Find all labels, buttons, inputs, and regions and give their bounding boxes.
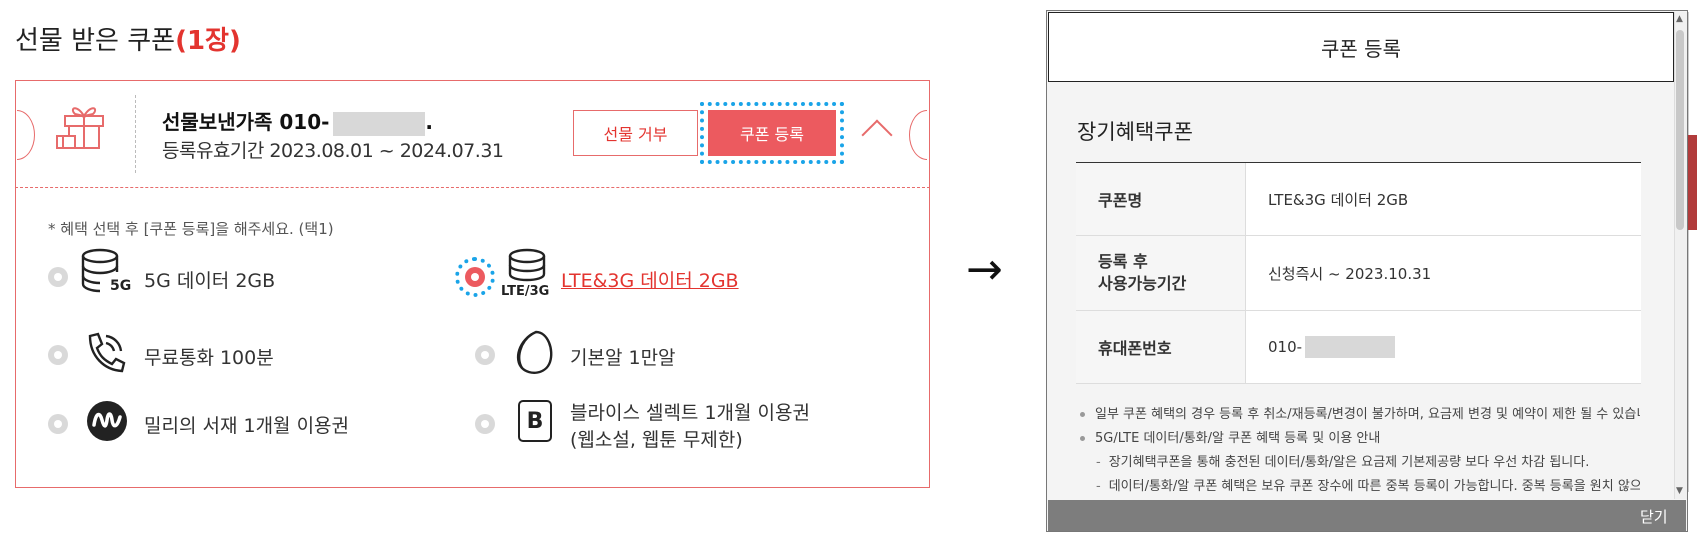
table-value-cell: 신청즉시 ~ 2023.10.31	[1268, 264, 1432, 283]
page-title: 선물 받은 쿠폰(1장)	[15, 20, 241, 57]
table-header-line: 등록 후	[1098, 252, 1148, 271]
table-header-cell: 휴대폰번호	[1076, 311, 1246, 383]
sender-suffix: .	[425, 110, 434, 134]
masked-phone	[333, 111, 426, 136]
millie-logo-icon	[87, 401, 127, 441]
ticket-notch-left	[17, 110, 35, 160]
table-row: 등록 후 사용가능기간 신청즉시 ~ 2023.10.31	[1076, 236, 1641, 311]
option-radio-lte-data[interactable]	[455, 257, 495, 297]
background-page-accent	[1688, 135, 1697, 230]
list-item: 일부 쿠폰 혜택의 경우 등록 후 취소/재등록/변경이 불가하며, 요금제 변…	[1080, 403, 1640, 427]
bullet-icon	[1080, 412, 1085, 417]
egg-icon	[516, 330, 553, 374]
option-radio-millie[interactable]	[48, 414, 68, 434]
option-radio-basic-al[interactable]	[475, 345, 495, 365]
scroll-down-icon[interactable]: ▼	[1676, 486, 1683, 496]
table-row: 쿠폰명 LTE&3G 데이터 2GB	[1076, 163, 1641, 236]
option-label-lte-data[interactable]: LTE&3G 데이터 2GB	[561, 270, 739, 292]
modal-subtitle: 장기혜택쿠폰	[1077, 120, 1193, 144]
table-header-cell: 등록 후 사용가능기간	[1076, 236, 1246, 310]
option-label-blice-line2[interactable]: (웹소설, 웹툰 무제한)	[570, 429, 743, 451]
table-value-cell: LTE&3G 데이터 2GB	[1268, 190, 1409, 209]
background-page-edge	[1688, 12, 1689, 492]
notice-text: 5G/LTE 데이터/통화/알 쿠폰 혜택 등록 및 이용 안내	[1095, 431, 1381, 446]
notice-text: 데이터/통화/알 쿠폰 혜택은 보유 쿠폰 장수에 따른 중복 등록이 가능합니…	[1108, 479, 1640, 494]
sender-label: 선물보낸가족 010-	[162, 110, 330, 134]
table-header-line: 사용가능기간	[1098, 274, 1187, 293]
lte-icon-label: LTE/3G	[501, 284, 550, 299]
notice-text: 장기혜택쿠폰을 통해 충전된 데이터/통화/알은 요금제 기본제공량 보다 우선…	[1108, 455, 1590, 470]
coupon-count: (1장)	[175, 26, 241, 56]
5g-database-icon	[81, 248, 119, 293]
5g-icon-label: 5G	[110, 278, 132, 294]
lte-database-icon	[508, 248, 546, 282]
table-header-cell: 쿠폰명	[1076, 163, 1246, 235]
table-row: 휴대폰번호 010-	[1076, 311, 1641, 384]
close-button[interactable]: 닫기	[1640, 508, 1668, 526]
bullet-icon	[1080, 436, 1085, 441]
modal-title: 쿠폰 등록	[1048, 12, 1674, 82]
notice-text: 일부 쿠폰 혜택의 경우 등록 후 취소/재등록/변경이 불가하며, 요금제 변…	[1095, 407, 1640, 422]
option-label-millie[interactable]: 밀리의 서재 1개월 이용권	[144, 415, 350, 437]
list-item: -데이터/통화/알 쿠폰 혜택은 보유 쿠폰 장수에 따른 중복 등록이 가능합…	[1080, 475, 1640, 499]
transition-arrow: →	[966, 244, 1003, 295]
reject-gift-button[interactable]: 선물 거부	[573, 110, 698, 156]
option-label-blice-line1[interactable]: 블라이스 셀렉트 1개월 이용권	[570, 402, 810, 424]
dash-icon: -	[1096, 455, 1101, 470]
option-radio-5g-data[interactable]	[48, 267, 68, 287]
gift-icon	[56, 107, 104, 149]
option-label-5g-data[interactable]: 5G 데이터 2GB	[144, 270, 276, 292]
option-radio-blice[interactable]	[475, 414, 495, 434]
coupon-info-table: 쿠폰명 LTE&3G 데이터 2GB 등록 후 사용가능기간 신청즉시 ~ 20…	[1076, 162, 1641, 384]
list-item: -장기혜택쿠폰을 통해 충전된 데이터/통화/알은 요금제 기본제공량 보다 우…	[1080, 451, 1640, 475]
option-radio-free-call[interactable]	[48, 345, 68, 365]
option-label-basic-al[interactable]: 기본알 1만알	[570, 347, 676, 369]
dash-icon: -	[1096, 479, 1101, 494]
blice-b-icon: B	[518, 400, 552, 442]
card-divider-vertical	[135, 95, 136, 173]
card-divider-horizontal	[15, 187, 930, 188]
table-value-cell: 010-	[1246, 311, 1641, 383]
sender-info: 선물보낸가족 010-.	[162, 106, 433, 136]
notice-list: 일부 쿠폰 혜택의 경우 등록 후 취소/재등록/변경이 불가하며, 요금제 변…	[1080, 403, 1640, 499]
scroll-up-icon[interactable]: ▲	[1676, 14, 1683, 24]
phone-prefix: 010-	[1268, 338, 1303, 356]
masked-phone	[1305, 336, 1396, 358]
phone-call-icon	[88, 332, 126, 373]
register-coupon-button[interactable]: 쿠폰 등록	[700, 102, 844, 164]
scrollbar-thumb[interactable]	[1676, 30, 1684, 230]
valid-period: 등록유효기간 2023.08.01 ~ 2024.07.31	[162, 140, 504, 162]
option-label-free-call[interactable]: 무료통화 100분	[144, 347, 274, 369]
selection-notice: * 혜택 선택 후 [쿠폰 등록]을 해주세요. (택1)	[48, 220, 334, 238]
list-item: 5G/LTE 데이터/통화/알 쿠폰 혜택 등록 및 이용 안내	[1080, 427, 1640, 451]
page-title-text: 선물 받은 쿠폰	[15, 26, 176, 56]
modal-footer	[1048, 500, 1686, 531]
